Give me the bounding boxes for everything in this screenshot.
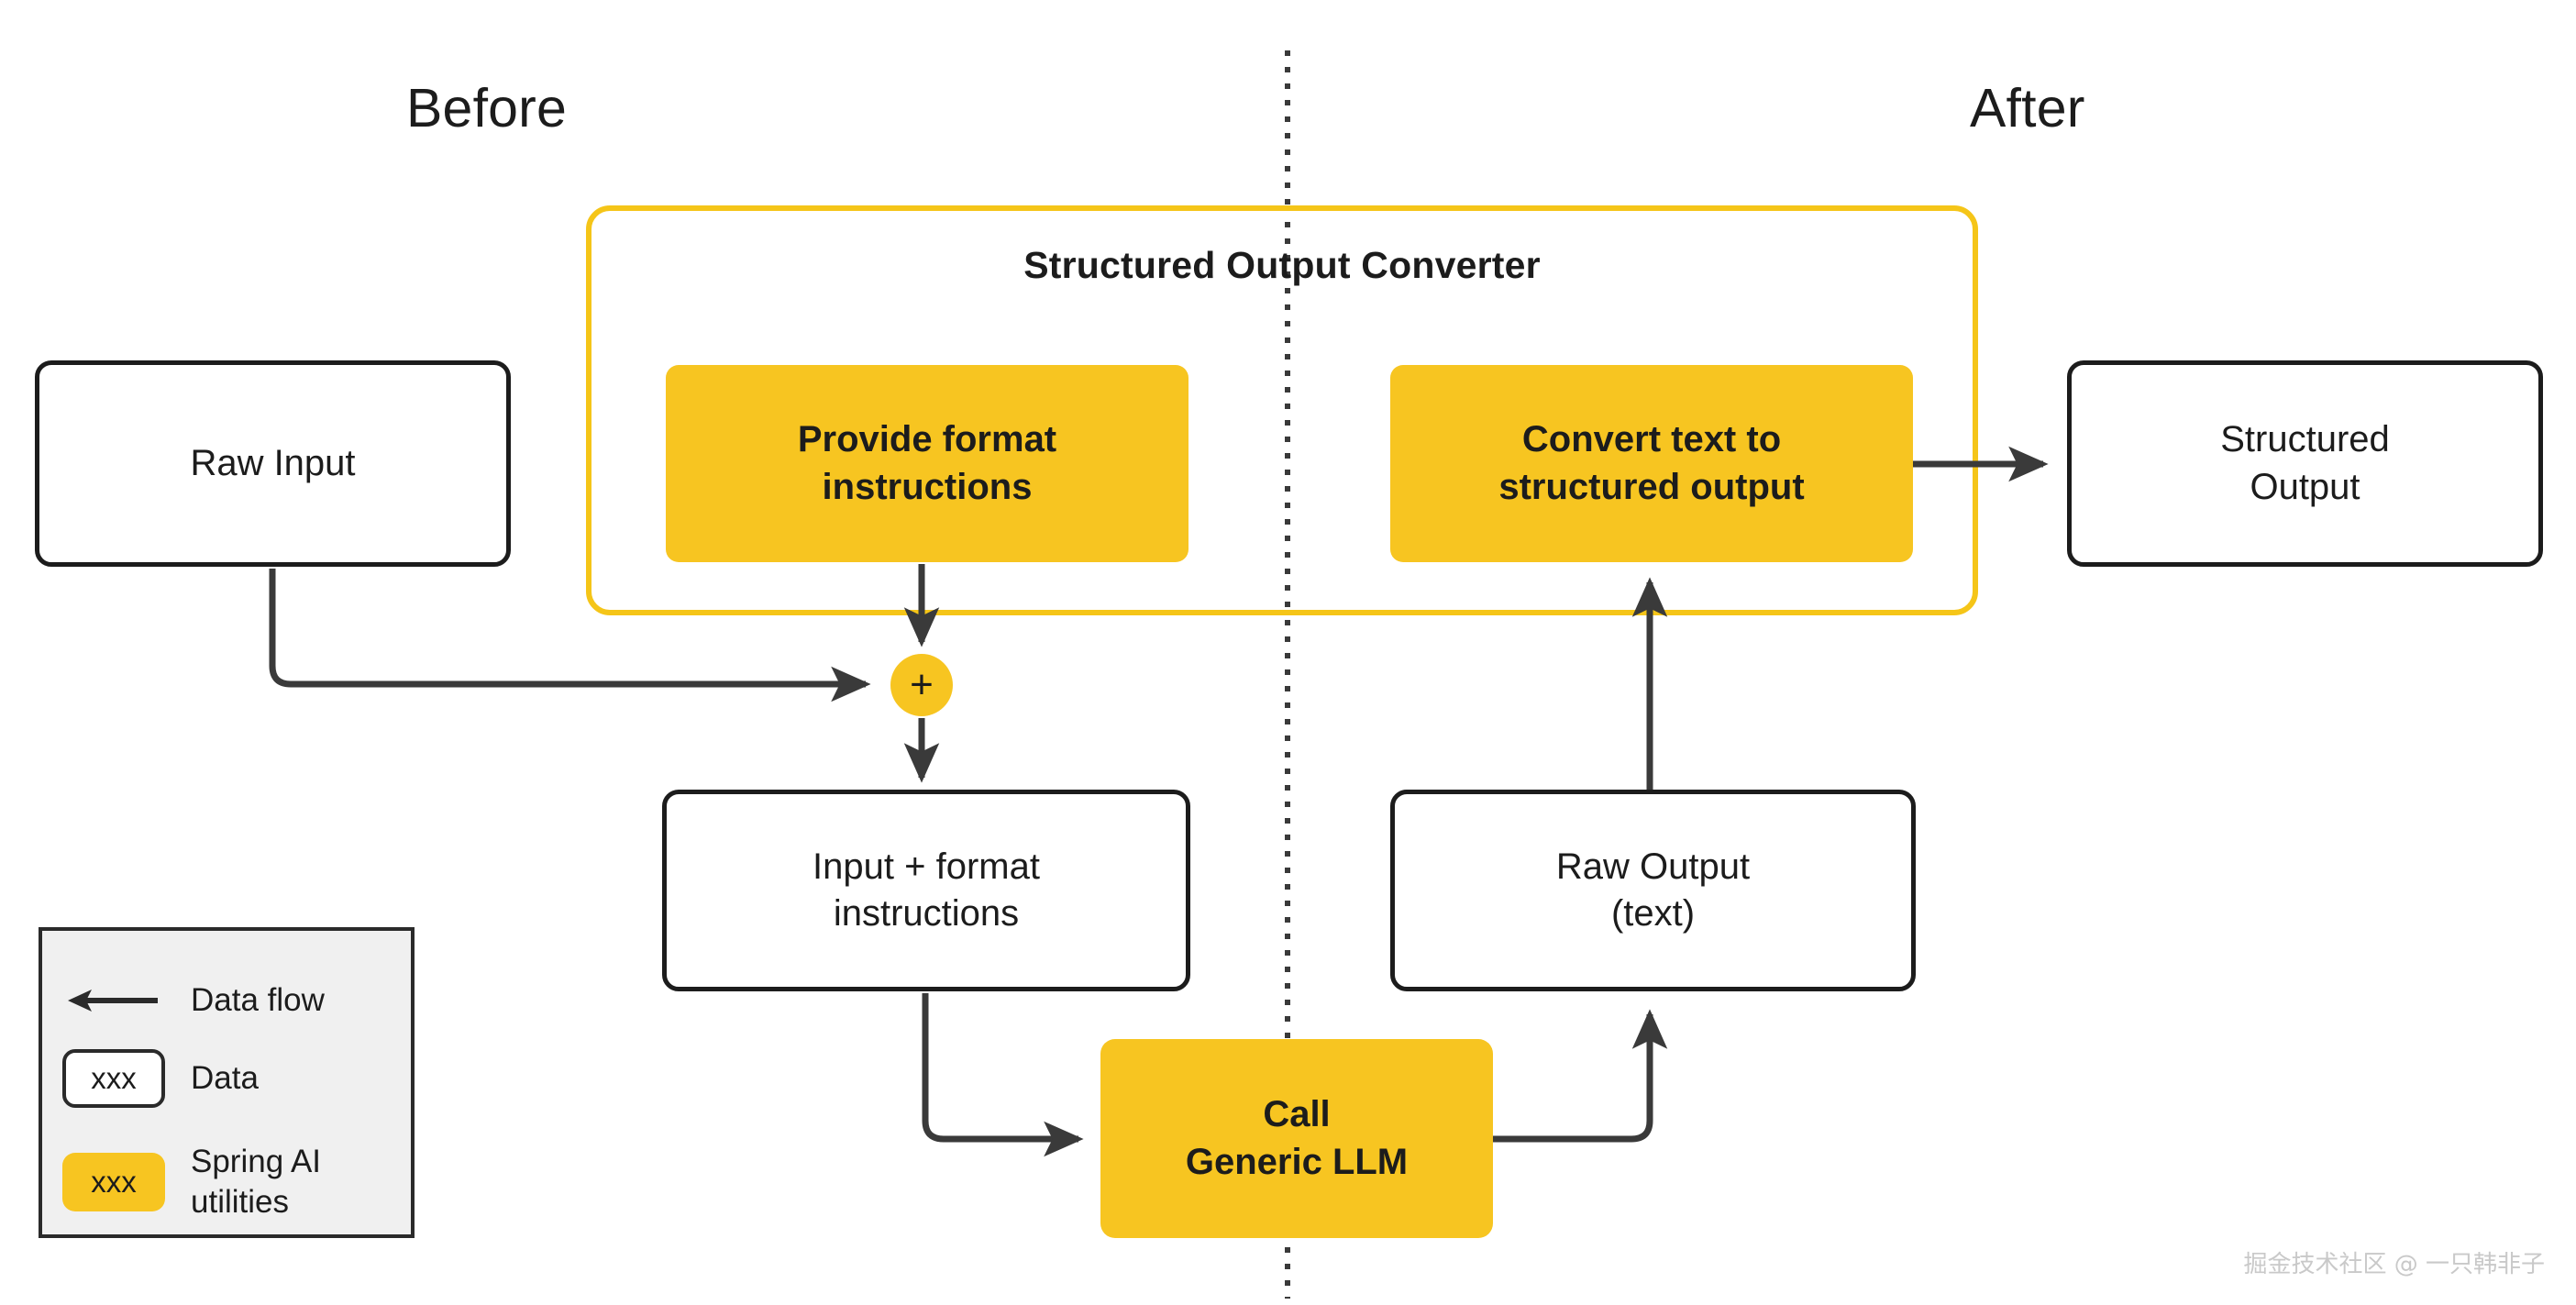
node-merge-plus[interactable]: + — [890, 654, 953, 716]
node-input-plus-format-line1: Input + format — [813, 846, 1040, 887]
legend-panel: Data flow xxx Data xxx Spring AI utiliti… — [39, 927, 415, 1238]
node-provide-format-label: Provide format instructions — [798, 416, 1056, 510]
node-structured-output-line2: Output — [2250, 466, 2360, 507]
node-raw-output[interactable]: Raw Output (text) — [1390, 790, 1916, 991]
node-call-generic-llm-line1: Call — [1263, 1094, 1331, 1135]
node-raw-output-line2: (text) — [1610, 893, 1696, 934]
legend-chip-white: xxx — [62, 1049, 165, 1108]
data-flow-arrow-icon — [62, 982, 165, 1019]
node-convert-text-to-structured-output[interactable]: Convert text to structured output — [1390, 365, 1913, 562]
spring-ai-box-swatch: xxx — [62, 1152, 165, 1211]
node-raw-output-line1: Raw Output — [1555, 846, 1751, 887]
node-call-generic-llm-label: Call Generic LLM — [1186, 1091, 1408, 1185]
watermark-text: 掘金技术社区 @ 一只韩非子 — [2243, 1251, 2545, 1278]
node-raw-output-label: Raw Output (text) — [1556, 844, 1750, 937]
node-input-plus-format-instructions[interactable]: Input + format instructions — [662, 790, 1190, 991]
phase-label-after: After — [1970, 78, 2085, 138]
legend-item-spring-ai-utilities: xxx Spring AI utilities — [62, 1142, 321, 1222]
node-structured-output[interactable]: Structured Output — [2067, 360, 2543, 567]
node-provide-format-line1: Provide format — [797, 419, 1057, 460]
node-raw-input-label: Raw Input — [190, 442, 356, 483]
phase-divider-middle — [1285, 205, 1290, 618]
node-raw-input[interactable]: Raw Input — [35, 360, 511, 567]
legend-chip-yellow: xxx — [62, 1152, 165, 1211]
phase-label-before: Before — [406, 78, 568, 138]
legend-item-data: xxx Data — [62, 1049, 259, 1108]
node-structured-output-line1: Structured — [2220, 419, 2390, 460]
structured-output-converter-title: Structured Output Converter — [1023, 244, 1541, 286]
edge-call-llm-to-raw-output — [1493, 1009, 1668, 1143]
node-call-generic-llm[interactable]: Call Generic LLM — [1100, 1039, 1493, 1238]
plus-icon: + — [910, 662, 934, 707]
structured-output-converter-group — [586, 205, 1978, 615]
node-convert-text-label: Convert text to structured output — [1498, 416, 1804, 510]
legend-chip-white-text: xxx — [91, 1061, 137, 1095]
legend-item-data-flow: Data flow — [62, 980, 325, 1021]
phase-divider-bottom — [1285, 620, 1290, 1299]
edge-input-format-to-call-llm — [922, 993, 1084, 1157]
node-input-plus-format-label: Input + format instructions — [813, 844, 1040, 937]
legend-label-spring-ai-utilities: Spring AI utilities — [191, 1144, 322, 1220]
legend-label-data: Data — [191, 1060, 259, 1097]
node-convert-text-line2: structured output — [1498, 466, 1805, 507]
data-box-swatch: xxx — [62, 1049, 165, 1108]
node-input-plus-format-line2: instructions — [833, 893, 1020, 934]
node-convert-text-line1: Convert text to — [1521, 419, 1782, 460]
legend-chip-yellow-text: xxx — [91, 1164, 137, 1199]
legend-label-data-flow: Data flow — [191, 982, 325, 1018]
node-structured-output-label: Structured Output — [2220, 416, 2390, 510]
node-call-generic-llm-line2: Generic LLM — [1185, 1141, 1409, 1182]
node-provide-format-instructions[interactable]: Provide format instructions — [666, 365, 1188, 562]
phase-divider-top — [1285, 50, 1290, 206]
node-provide-format-line2: instructions — [822, 466, 1033, 507]
